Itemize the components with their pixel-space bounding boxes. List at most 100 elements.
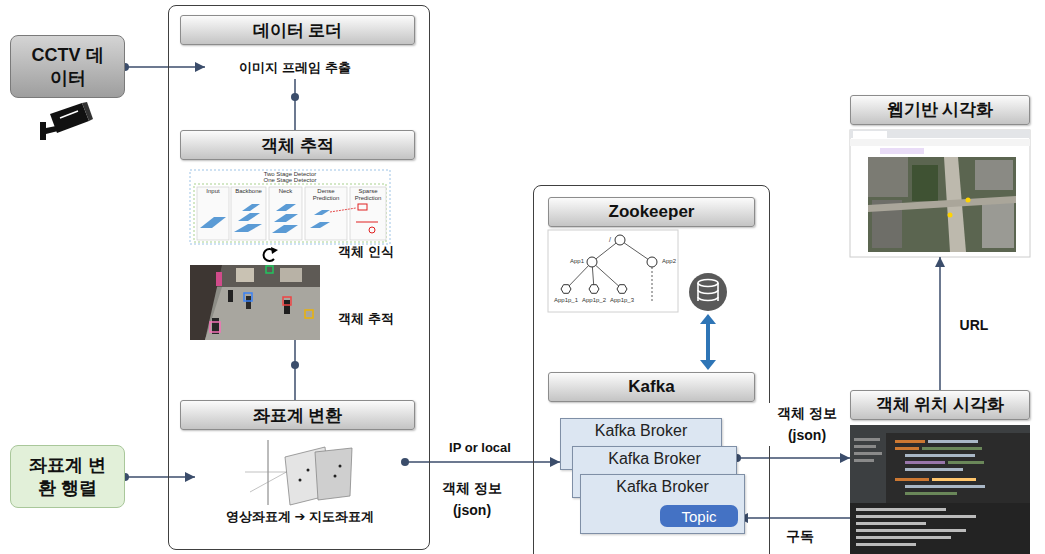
street-image-part (228, 290, 233, 302)
web-screenshot-part (853, 131, 887, 138)
connector (405, 461, 560, 463)
web-screenshot (850, 130, 1030, 257)
node-label: 데이터 로더 (253, 19, 343, 42)
node-label: 객체 추적 (261, 134, 334, 157)
node-label: CCTV 데이터 (32, 44, 104, 89)
street-image-part (283, 297, 291, 305)
code-screenshot-part (895, 440, 925, 443)
figure-tag: App1p_2 (581, 297, 607, 304)
broker-box: Kafka BrokerTopic (580, 474, 745, 534)
database-icon-part (698, 297, 718, 301)
node-label: 좌표계 변환 행렬 (22, 454, 114, 499)
code-screenshot-part (905, 492, 957, 495)
figure-tag: Backbone (231, 188, 266, 195)
detector-figure-part (314, 210, 330, 215)
detector-figure-part (274, 214, 298, 222)
node-label: Kafka (628, 377, 674, 397)
connector-dot (291, 93, 299, 101)
view-panel: 객체 위치 시각화 (850, 390, 1030, 554)
stage-header: 데이터 로더 (180, 15, 415, 45)
plane-transform-figure-part (334, 475, 337, 478)
zookeeper-tree-part (587, 257, 597, 267)
figure-tag: Sparse Prediction (350, 188, 386, 202)
stage-link-line (291, 340, 299, 400)
street-image-part (280, 268, 302, 282)
loop-icon-part (271, 247, 278, 254)
street-image-part (305, 310, 313, 318)
street-image-part (244, 293, 252, 301)
transform-figure-box: 영상좌표계 ➔ 지도좌표계 (195, 435, 405, 530)
code-screenshot-part (905, 461, 945, 464)
stage-link-line-part (294, 340, 296, 400)
web-screenshot-part (850, 130, 1030, 138)
node-label: Kafka Broker (595, 422, 687, 440)
code-screenshot-part (932, 478, 976, 481)
code-screenshot-part (856, 522, 926, 525)
zookeeper-tree-part (566, 262, 592, 289)
code-screenshot-part (856, 529, 966, 532)
web-screenshot-part (868, 196, 1016, 212)
loop-icon (264, 247, 278, 261)
web-screenshot-part (868, 157, 908, 197)
camera-icon-part (82, 102, 93, 121)
database-icon-part (717, 283, 719, 301)
web-screenshot-part (850, 139, 1030, 146)
web-screenshot-part (975, 160, 1013, 190)
zookeeper-tree (548, 230, 678, 312)
node-label: 좌표계 변환 (253, 404, 343, 427)
node-label: 영상좌표계 ➔ 지도좌표계 (226, 508, 374, 526)
code-screenshot-part (856, 536, 951, 539)
topic-pill: Topic (660, 505, 738, 527)
web-screenshot-part (982, 200, 1014, 248)
code-screenshot-part (856, 508, 946, 511)
figure-tag: App2 (659, 258, 679, 265)
detector-figure-part (276, 204, 296, 211)
detector-figure-part (190, 170, 390, 244)
connector (125, 476, 195, 478)
node-label: Zookeeper (609, 202, 695, 222)
camera-icon-part (60, 111, 78, 118)
figure-tag: App1p_3 (609, 297, 635, 304)
detector-figure-part (310, 222, 330, 228)
module-panel: 데이터 로더이미지 프레임 추출객체 추적좌표계 변환영상좌표계 ➔ 지도좌표계 (168, 5, 430, 550)
figure-caption: IP or local (430, 441, 530, 456)
street-image-part (236, 268, 254, 282)
view-panel: 웹기반 시각화 (850, 95, 1030, 257)
code-screenshot-part (854, 459, 874, 462)
edge-label: URL (952, 315, 996, 337)
sync-double-arrow (700, 314, 716, 370)
code-screenshot-part (854, 445, 876, 448)
connector (125, 66, 205, 68)
connector (738, 517, 850, 519)
stage-header: Kafka (548, 372, 755, 402)
plane-transform-figure-part (307, 469, 310, 472)
zookeeper-tree-part (617, 285, 627, 294)
code-screenshot-part (850, 425, 1030, 554)
node-label: Topic (681, 508, 716, 525)
code-screenshot-part (850, 425, 1030, 433)
figure-tag: Two Stage Detector (240, 171, 340, 178)
plane-transform-figure-part (250, 470, 290, 492)
figure-tag: Neck (269, 188, 302, 195)
detector-figure-part (330, 208, 356, 212)
code-screenshot-part (854, 452, 882, 455)
detector-figure-part (234, 224, 262, 232)
node-label: 웹기반 시각화 (850, 95, 1030, 125)
web-screenshot-part (948, 213, 953, 218)
detector-figure-part (231, 187, 266, 240)
plane-transform-figure-part (299, 479, 302, 482)
detector-figure (190, 170, 390, 244)
detector-figure-part (200, 217, 226, 228)
edge-label: 구독 (780, 526, 820, 548)
zookeeper-tree-part (620, 240, 652, 262)
detector-figure-part (369, 227, 375, 233)
code-screenshot-part (895, 447, 919, 450)
code-screenshot-part (850, 503, 1030, 554)
figure-tag: Dense Prediction (305, 188, 347, 202)
plane-transform-figure-part (315, 448, 352, 500)
street-image-part (190, 265, 320, 340)
code-screenshot-part (928, 440, 978, 443)
sync-double-arrow-part (706, 322, 710, 362)
